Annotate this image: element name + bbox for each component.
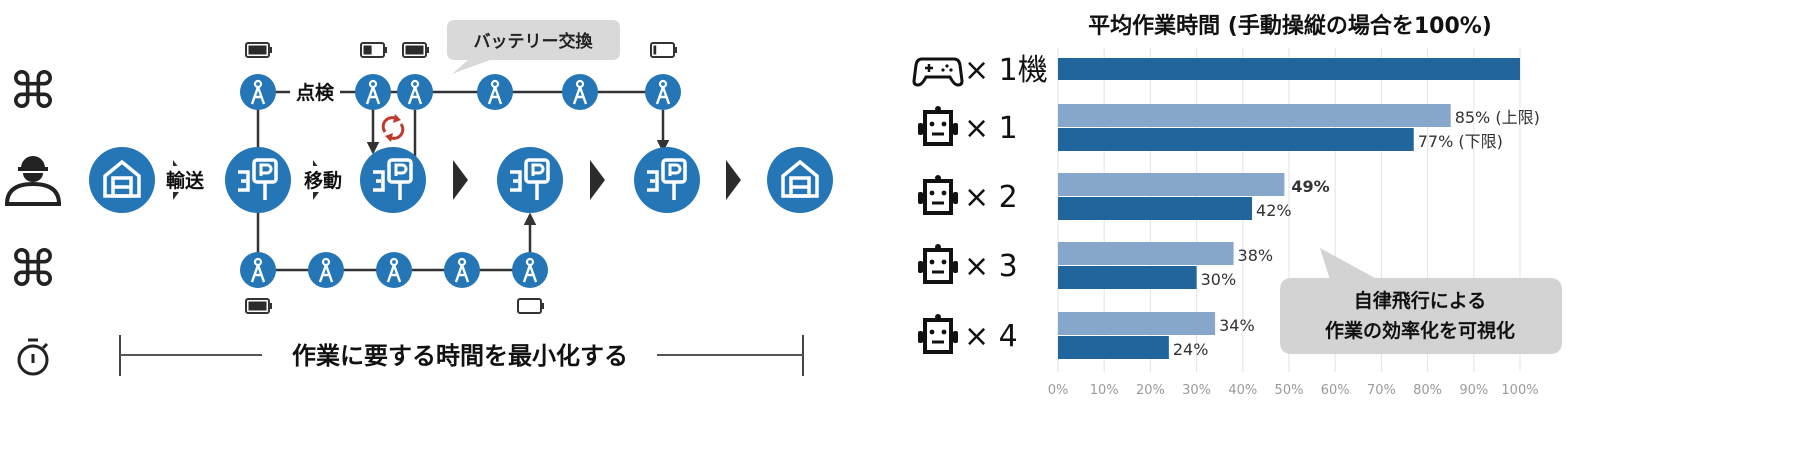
data-label: 42% (1256, 201, 1292, 220)
battery-icon (650, 42, 677, 58)
transport-label: 輸送 (166, 169, 205, 192)
category-label: × 1 (964, 111, 1018, 146)
x-tick-label: 40% (1228, 383, 1257, 398)
robot-icon (916, 104, 960, 146)
x-tick-label: 10% (1090, 383, 1119, 398)
bar-lower (1058, 128, 1414, 151)
gamepad-icon (912, 57, 964, 87)
inspection-point-node (397, 74, 433, 110)
x-tick-label: 70% (1367, 383, 1396, 398)
data-label: 34% (1219, 316, 1255, 335)
category-label: × 3 (964, 249, 1018, 284)
inspection-point-node (240, 252, 276, 288)
base-node (89, 147, 155, 213)
inspection-point-node (512, 252, 548, 288)
x-tick-label: 80% (1413, 383, 1442, 398)
parking-node (634, 147, 700, 213)
parking-node (497, 147, 563, 213)
inspection-point-node (376, 252, 412, 288)
bar-lower (1058, 197, 1253, 220)
robot-icon (916, 312, 960, 354)
data-label: 24% (1173, 340, 1209, 359)
battery-icon (360, 42, 387, 58)
inspection-label: 点検 (296, 81, 335, 104)
parking-node (360, 147, 426, 213)
inspection-point-node (444, 252, 480, 288)
x-tick-label: 20% (1136, 383, 1165, 398)
inspection-point-node (355, 74, 391, 110)
x-tick-label: 60% (1321, 383, 1350, 398)
swap-icon (381, 114, 405, 142)
data-label: 77% (下限) (1418, 132, 1503, 151)
bar-chart: 平均作業時間 (手動操縦の場合を100%) 0% 10% 20% 30% 40% 50% 6… (912, 13, 1562, 398)
inspection-point-node (240, 74, 276, 110)
battery-icon (245, 298, 272, 314)
bar-upper (1058, 104, 1451, 127)
x-tick-label: 50% (1275, 383, 1304, 398)
stopwatch-icon (17, 338, 49, 376)
category-label: × 1機 (964, 53, 1048, 88)
data-label: 49% (1291, 177, 1329, 196)
bar-upper (1058, 242, 1234, 265)
bar-upper (1058, 173, 1285, 196)
parking-node (225, 147, 291, 213)
chart-title: 平均作業時間 (手動操縦の場合を100%) (1088, 13, 1492, 39)
category-label: × 2 (964, 180, 1018, 215)
goal-label: 作業に要する時間を最小化する (292, 342, 628, 370)
chevron-icon (726, 160, 741, 200)
bar-lower (1058, 336, 1169, 359)
callout-line-1: 自律飛行による (1354, 289, 1486, 312)
x-tick-label: 30% (1182, 383, 1211, 398)
goal-bracket: 作業に要する時間を最小化する (119, 335, 804, 376)
x-tick-label: 100% (1501, 383, 1538, 398)
bar-lower (1058, 266, 1197, 289)
robot-icon (916, 173, 960, 215)
data-label: 30% (1201, 270, 1237, 289)
bar-lower (1058, 58, 1520, 80)
inspection-point-node (562, 74, 598, 110)
battery-icon (517, 298, 544, 314)
chevron-icon (453, 160, 468, 200)
base-node (767, 147, 833, 213)
x-tick-label: 90% (1459, 383, 1488, 398)
robot-icon (916, 242, 960, 284)
battery-icon (245, 42, 272, 58)
bar-upper (1058, 312, 1216, 335)
battery-icon (402, 42, 429, 58)
inspection-point-node (477, 74, 513, 110)
data-label: 85% (上限) (1455, 108, 1540, 127)
inspection-point-node (645, 74, 681, 110)
x-tick-label: 0% (1048, 383, 1069, 398)
battery-swap-callout: バッテリー交換 (447, 20, 620, 74)
drone-icon: ⌘ (8, 240, 58, 298)
chart-callout: 自律飛行による 作業の効率化を可視化 (1280, 248, 1562, 354)
battery-swap-label: バッテリー交換 (474, 31, 594, 52)
chevron-icon (590, 160, 605, 200)
inspection-point-node (308, 252, 344, 288)
worker-icon (4, 156, 62, 206)
drone-icon: ⌘ (8, 62, 58, 120)
move-label: 移動 (304, 169, 342, 192)
callout-line-2: 作業の効率化を可視化 (1325, 319, 1515, 342)
data-label: 38% (1238, 246, 1274, 265)
category-label: × 4 (964, 319, 1018, 354)
